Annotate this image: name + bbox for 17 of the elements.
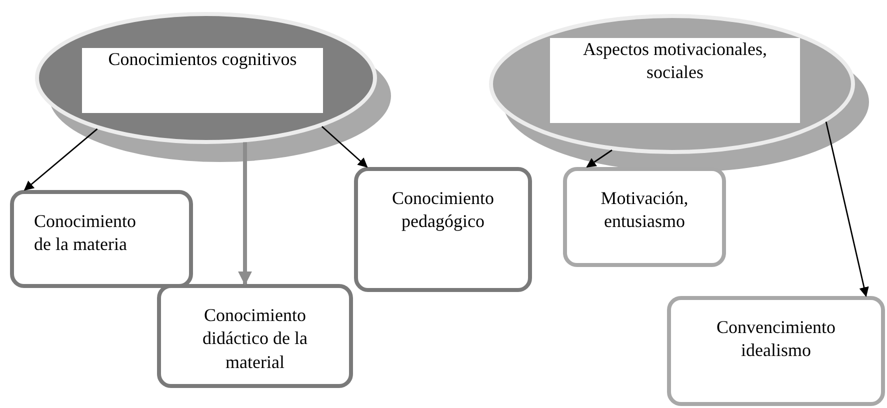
arrow (825, 122, 869, 297)
arrow (321, 126, 368, 168)
node-label: Conocimientos cognitivos (82, 48, 323, 113)
node-label: Conocimiento de la materia (34, 210, 133, 256)
node-label: Aspectos motivacionales, sociales (550, 38, 800, 123)
node-label: Motivación, entusiasmo (600, 187, 690, 234)
arrow (24, 128, 98, 191)
rounded-box (354, 167, 532, 292)
rounded-box (10, 190, 193, 288)
arrow (586, 150, 612, 168)
rounded-box (667, 296, 885, 406)
node-label: Convencimiento idealismo (716, 316, 836, 362)
node-label: Conocimiento pedagógico (391, 187, 495, 234)
arrow (238, 142, 252, 286)
rounded-box (157, 284, 353, 388)
node-label: Conocimiento didáctico de la material (202, 304, 308, 374)
rounded-box (563, 167, 726, 267)
